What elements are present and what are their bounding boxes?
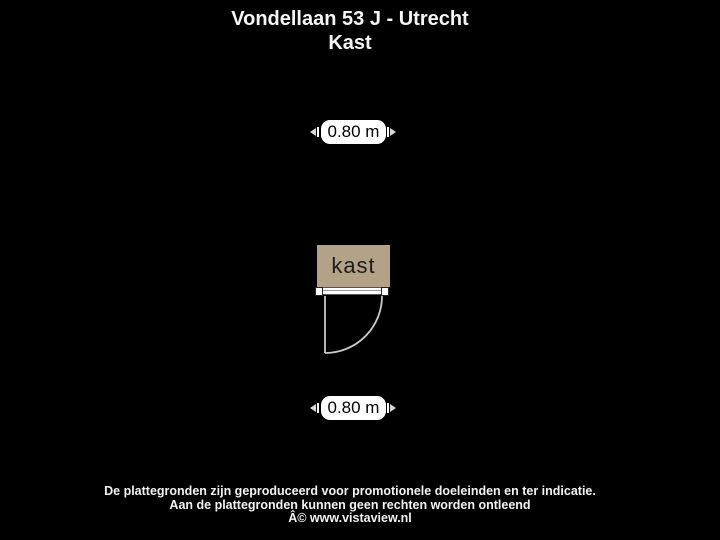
room-fill <box>317 245 390 287</box>
arrow-left-icon <box>310 128 316 136</box>
door-post-left <box>315 287 323 296</box>
dimension-label-top: 0.80 m <box>321 120 386 144</box>
disclaimer-line-1: De plattegronden zijn geproduceerd voor … <box>104 484 596 498</box>
arrow-right-icon <box>390 128 396 136</box>
disclaimer-line-2: Aan de plattegronden kunnen geen rechten… <box>169 497 531 512</box>
dimension-tick <box>387 403 389 413</box>
copyright-line: Â© www.vistaview.nl <box>288 511 412 525</box>
room-label: kast <box>331 253 376 278</box>
door-post-right <box>381 287 389 296</box>
arrow-right-icon <box>390 404 396 412</box>
header: Vondellaan 53 J - Utrecht Kast <box>0 7 700 55</box>
dimension-label-bottom: 0.80 m <box>321 396 386 420</box>
door-threshold <box>317 287 388 295</box>
door-swing-arc <box>324 295 383 354</box>
door-swing <box>324 295 383 354</box>
page-subtitle: Kast <box>328 32 372 54</box>
arrow-left-icon <box>310 404 316 412</box>
dimension-tick <box>317 127 319 137</box>
dimension-tick <box>317 403 319 413</box>
page-title: Vondellaan 53 J - Utrecht <box>231 8 469 30</box>
dimension-tick <box>387 127 389 137</box>
footer-disclaimer: De plattegronden zijn geproduceerd voor … <box>0 484 700 526</box>
